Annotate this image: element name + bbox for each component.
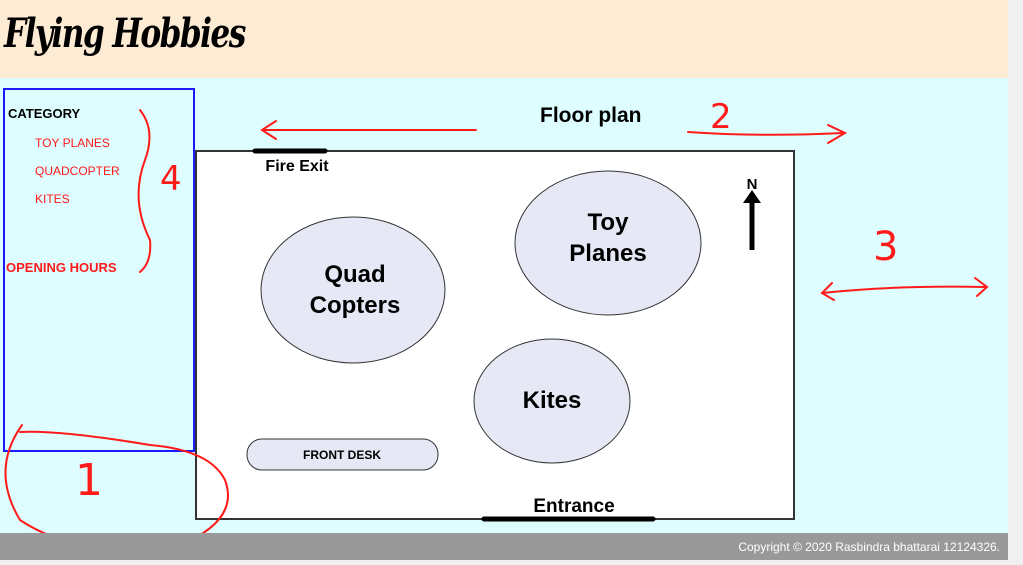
quadcopters-area[interactable] [260,216,446,364]
copyright-text: Copyright © 2020 Rasbindra bhattarai 121… [738,540,1000,554]
toy-planes-area[interactable] [514,170,702,316]
kites-area[interactable] [473,338,631,464]
fire-exit-label: Fire Exit [265,158,329,175]
annotations [4,109,989,551]
sidebar-link-opening-hours[interactable]: OPENING HOURS [6,260,117,275]
front-desk-label: FRONT DESK [303,448,381,462]
sidebar: CATEGORY TOY PLANES QUADCOPTER KITES OPE… [3,88,195,452]
kites-label: Kites [523,387,582,414]
annotation-3: 3 [873,224,898,270]
toy-planes-label: Toy [588,209,630,236]
category-heading: CATEGORY [8,106,81,121]
sidebar-link-quadcopter[interactable]: QUADCOPTER [35,164,120,178]
footer: Copyright © 2020 Rasbindra bhattarai 121… [0,533,1008,560]
quadcopters-label: Quad [324,261,385,288]
quadcopters-label-2: Copters [310,292,401,319]
front-desk[interactable] [246,438,439,471]
north-label: N [747,176,758,193]
sidebar-link-toy-planes[interactable]: TOY PLANES [35,136,110,150]
header: Flying Hobbies [0,0,1008,78]
annotation-4: 4 [160,159,182,199]
sidebar-link-kites[interactable]: KITES [35,192,70,206]
annotation-1: 1 [75,455,103,506]
entrance-label: Entrance [533,496,614,517]
site-logo[interactable]: Flying Hobbies [4,10,246,57]
north-arrow-icon [743,190,761,250]
annotation-2: 2 [710,97,732,137]
page-title: Floor plan [540,104,642,127]
scrollbar[interactable] [1008,0,1023,565]
toy-planes-label-2: Planes [569,240,646,267]
